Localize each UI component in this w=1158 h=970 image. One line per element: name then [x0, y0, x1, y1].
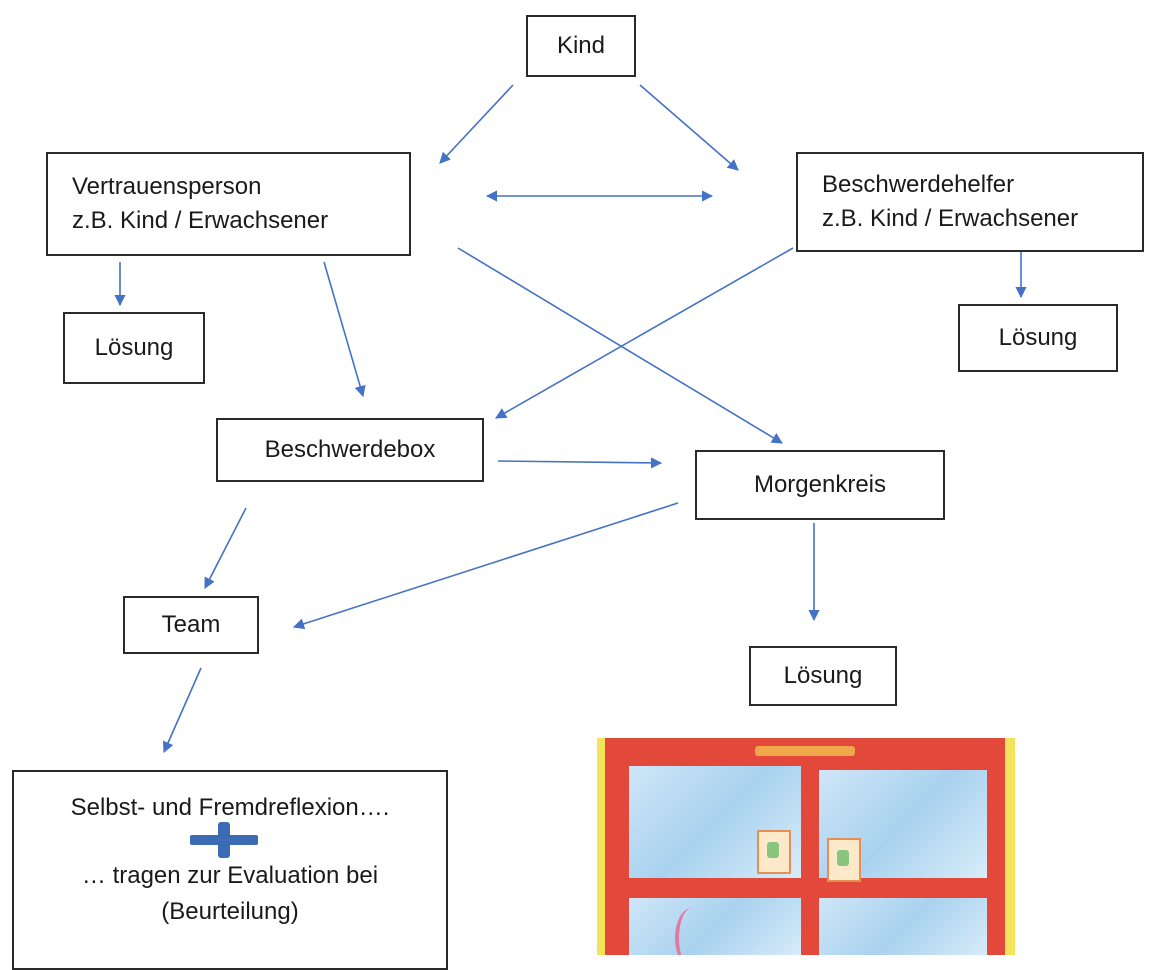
node-loesung-bottom: Lösung [749, 646, 897, 706]
node-loesung-bottom-label: Lösung [783, 662, 863, 689]
node-reflexion-line-1: Selbst- und Fremdreflexion…. [70, 794, 390, 821]
poster-scribble [675, 908, 709, 955]
arrow-beschwerdebox-to-team [204, 507, 247, 589]
node-loesung-right-label: Lösung [998, 324, 1078, 351]
node-vertrauensperson-title: Vertrauensperson [72, 173, 262, 200]
node-morgenkreis-label: Morgenkreis [753, 471, 887, 498]
window-poster-image [597, 738, 1015, 955]
node-vertrauensperson-subtitle: z.B. Kind / Erwachsener [72, 207, 329, 234]
node-loesung-right: Lösung [958, 304, 1118, 372]
node-reflexion-line-2: … tragen zur Evaluation bei [81, 862, 379, 889]
poster-pane-bottom-left [629, 898, 801, 955]
poster-strip [755, 746, 855, 756]
node-beschwerdehelfer: Beschwerdehelfer z.B. Kind / Erwachsener [796, 152, 1144, 252]
poster-sticker-right [827, 838, 861, 882]
arrow-beschwerdehelfer-to-beschwerdebox [495, 247, 794, 419]
node-loesung-left: Lösung [63, 312, 205, 384]
node-team: Team [123, 596, 259, 654]
arrow-kind-to-beschwerdehelfer [639, 84, 739, 171]
arrow-team-to-reflexion [162, 667, 202, 754]
poster-sticker-left [757, 830, 791, 874]
arrow-kind-to-vertrauensperson [439, 84, 514, 164]
node-beschwerdehelfer-subtitle: z.B. Kind / Erwachsener [822, 205, 1079, 232]
node-kind-label: Kind [556, 32, 606, 59]
node-vertrauensperson: Vertrauensperson z.B. Kind / Erwachsener [46, 152, 411, 256]
node-reflexion: Selbst- und Fremdreflexion…. … tragen zu… [12, 770, 448, 970]
node-morgenkreis: Morgenkreis [695, 450, 945, 520]
arrow-vertrauensperson-to-morgenkreis [457, 247, 783, 444]
poster-frame [605, 738, 1005, 955]
node-beschwerdehelfer-title: Beschwerdehelfer [822, 171, 1015, 198]
arrow-vertrauensperson-to-beschwerdebox [323, 261, 366, 398]
arrow-beschwerdebox-to-morgenkreis [497, 457, 663, 469]
node-kind: Kind [526, 15, 636, 77]
node-reflexion-line-3: (Beurteilung) [161, 898, 299, 925]
plus-icon [190, 822, 258, 858]
node-beschwerdebox-label: Beschwerdebox [264, 436, 436, 463]
node-beschwerdebox: Beschwerdebox [216, 418, 484, 482]
poster-pane-bottom-right [819, 898, 987, 955]
node-team-label: Team [161, 611, 221, 638]
arrow-morgenkreis-to-team [292, 502, 679, 630]
node-loesung-left-label: Lösung [94, 334, 174, 361]
